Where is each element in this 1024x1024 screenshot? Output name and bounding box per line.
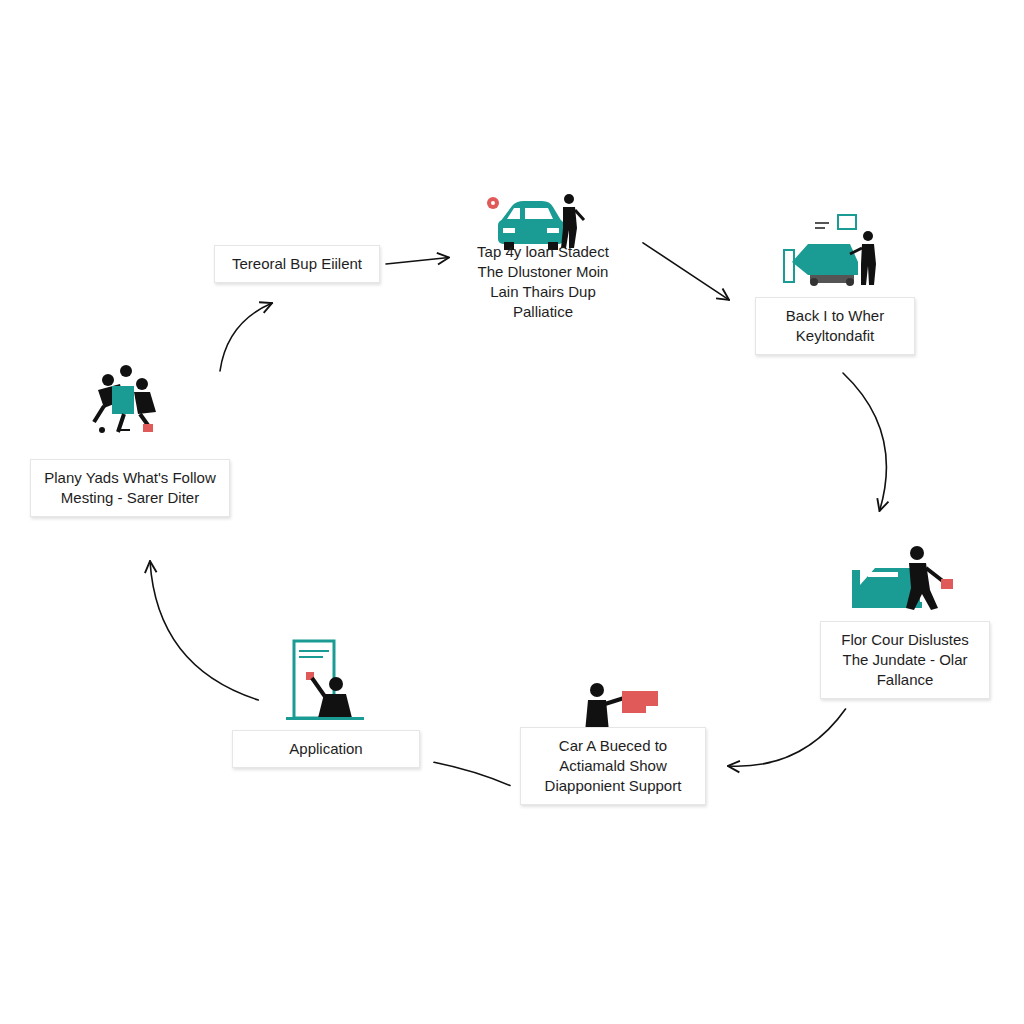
flow-arrow [643, 243, 729, 300]
meeting-icon [94, 365, 156, 433]
service-icon [852, 546, 953, 610]
process-box: Car A Bueced to Actiamald Show Diapponie… [520, 727, 706, 805]
box-label: Application [243, 739, 409, 759]
workshop-icon [784, 215, 876, 286]
flow-arrow [220, 303, 272, 371]
box-label: Car A Bueced to Actiamald Show Diapponie… [531, 736, 695, 796]
box-label: Tereoral Bup Eiilent [225, 254, 369, 274]
box-label: Tap 4y loan Stadect The Dlustoner Moin L… [468, 242, 618, 322]
flow-arrow [434, 762, 510, 785]
car-icon [487, 194, 584, 250]
box-label: Back I to Wher Keyltondafit [766, 306, 904, 346]
box-label: Flor Cour Dislustes The Jundate - Olar F… [831, 630, 979, 690]
process-box: Back I to Wher Keyltondafit [755, 297, 915, 355]
flow-arrow [843, 373, 886, 511]
process-box: Plany Yads What's Follow Mesting - Sarer… [30, 459, 230, 517]
flow-arrow [150, 561, 258, 700]
box-label: Plany Yads What's Follow Mesting - Sarer… [41, 468, 219, 508]
flow-arrow [386, 258, 449, 265]
process-box: Tereoral Bup Eiilent [214, 245, 380, 283]
application-icon [286, 641, 364, 720]
process-box: Application [232, 730, 420, 768]
process-box: Tap 4y loan Stadect The Dlustoner Moin L… [457, 233, 629, 331]
process-box: Flor Cour Dislustes The Jundate - Olar F… [820, 621, 990, 699]
flow-arrow [728, 709, 846, 766]
